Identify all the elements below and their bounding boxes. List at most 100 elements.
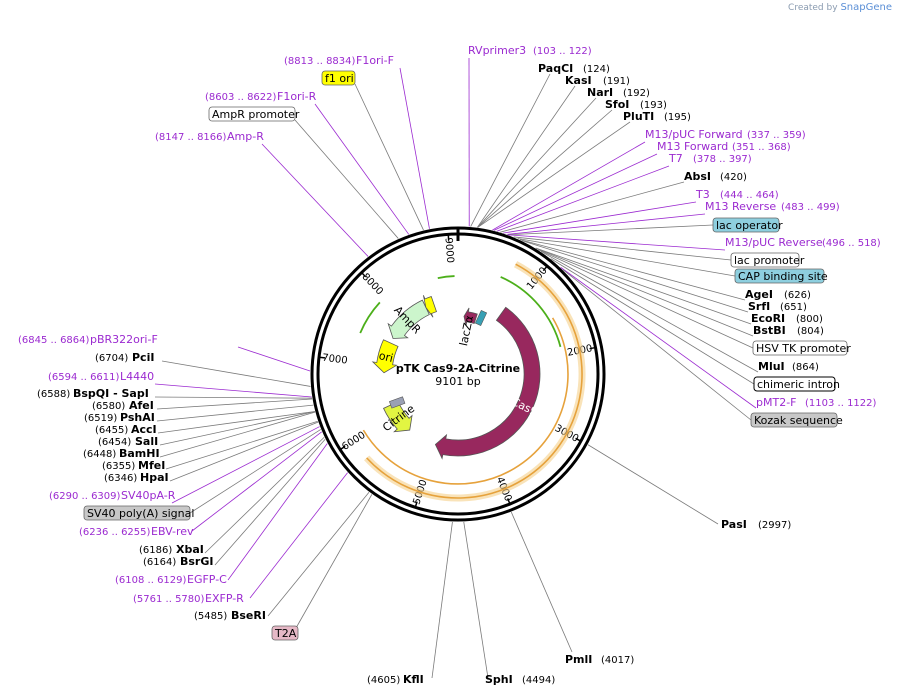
label-pmli[interactable]: PmlI	[565, 653, 592, 666]
label-afei[interactable]: AfeI	[129, 399, 154, 412]
pos-m13puc-forward: (337 .. 359)	[747, 130, 806, 141]
label-mfei[interactable]: MfeI	[138, 459, 165, 472]
pos-m13-forward: (351 .. 368)	[732, 142, 791, 153]
label-bamhi[interactable]: BamHI	[119, 447, 160, 460]
label-f1-ori: f1 ori	[325, 72, 354, 85]
feature-box-t2a[interactable]	[271, 625, 299, 641]
pos-ebv-rev: (6236 .. 6255)	[79, 527, 151, 538]
leader-line	[267, 491, 370, 617]
pos-srfi: (651)	[780, 302, 807, 313]
feature-box-cap-binding-site[interactable]	[734, 268, 825, 284]
feature-cas9[interactable]	[434, 306, 541, 460]
label-nari[interactable]: NarI	[587, 86, 613, 99]
pos-sfoi: (193)	[640, 100, 667, 111]
leader-lines	[154, 57, 759, 679]
leader-line	[237, 346, 311, 372]
tick-label: 7000	[322, 353, 349, 367]
plasmid-title: pTK Cas9-2A-Citrine	[396, 362, 520, 375]
label-f1ori-f[interactable]: F1ori-F	[356, 54, 394, 67]
label-rvprimer3[interactable]: RVprimer3	[468, 44, 526, 57]
feature-box-sv40-polya[interactable]	[83, 505, 191, 521]
leader-line	[431, 521, 453, 679]
feature-box-lac-operator[interactable]	[712, 217, 780, 233]
label-sfoi[interactable]: SfoI	[605, 98, 629, 111]
label-egfp-c[interactable]: EGFP-C	[187, 573, 227, 586]
pos-ecori: (800)	[796, 314, 823, 325]
label-m13puc-forward[interactable]: M13/pUC Forward	[645, 128, 743, 141]
feature-box-chimeric-intron[interactable]	[753, 376, 836, 392]
label-pmt2-f[interactable]: pMT2-F	[756, 396, 797, 409]
label-bspqi-sapi[interactable]: BspQI - SapI	[73, 387, 149, 400]
label-m13-forward[interactable]: M13 Forward	[657, 140, 728, 153]
label-srfi[interactable]: SrfI	[748, 300, 770, 313]
label-pasi[interactable]: PasI	[721, 518, 747, 531]
label-t7[interactable]: T7	[668, 152, 683, 165]
feature-box-lac-promoter[interactable]	[730, 252, 800, 268]
leader-line	[538, 249, 754, 349]
leader-line	[540, 251, 759, 373]
label-paqci[interactable]: PaqCI	[538, 62, 573, 75]
feature-box-ampr-promoter[interactable]	[208, 106, 296, 122]
pos-bseri: (5485)	[194, 611, 227, 622]
leader-line	[500, 181, 685, 233]
label-m13puc-reverse[interactable]: M13/pUC Reverse	[725, 236, 823, 249]
leader-line	[477, 85, 576, 228]
label-agei[interactable]: AgeI	[745, 288, 773, 301]
pos-t3: (444 .. 464)	[720, 190, 779, 201]
leader-line	[477, 97, 597, 228]
label-sphi[interactable]: SphI	[485, 673, 513, 686]
feature-box-hsv-tk-promoter[interactable]	[752, 340, 848, 356]
leader-line	[399, 67, 430, 229]
feature-ampr-small[interactable]	[422, 295, 437, 318]
label-acci[interactable]: AccI	[131, 423, 157, 436]
feature-box-kozak[interactable]	[750, 412, 838, 428]
leader-line	[562, 269, 752, 421]
label-kfli[interactable]: KflI	[403, 673, 424, 686]
feature-ampr[interactable]	[387, 299, 430, 339]
right-labels: RVprimer3 (103 .. 122) PaqCI (124) KasI …	[468, 44, 881, 666]
label-pcii[interactable]: PciI	[132, 351, 154, 364]
pos-sali: (6454)	[98, 437, 131, 448]
tick-mark	[507, 498, 511, 505]
left-labels: (8813 .. 8834) F1ori-F f1 ori (8603 .. 8…	[18, 54, 394, 641]
pos-exfp-r: (5761 .. 5780)	[133, 594, 205, 605]
label-kasi[interactable]: KasI	[565, 74, 592, 87]
feature-box-f1-ori[interactable]	[321, 70, 356, 86]
label-t3[interactable]: T3	[695, 188, 710, 201]
label-exfp-r[interactable]: EXFP-R	[205, 592, 244, 605]
feature-lacza[interactable]	[463, 307, 478, 326]
feature-ori[interactable]	[371, 339, 399, 374]
label-bseri[interactable]: BseRI	[231, 609, 266, 622]
pos-rvprimer3: (103 .. 122)	[533, 46, 592, 57]
label-sali[interactable]: SalI	[135, 435, 158, 448]
label-f1ori-r[interactable]: F1ori-R	[277, 90, 317, 103]
bottom-labels: (4605) KflI SphI (4494)	[367, 673, 555, 686]
label-bsrgi[interactable]: BsrGI	[180, 555, 213, 568]
label-sv40pa-r[interactable]: SV40pA-R	[121, 489, 176, 502]
label-ebv-rev[interactable]: EBV-rev	[151, 525, 194, 538]
leader-line	[535, 247, 754, 337]
label-m13-reverse[interactable]: M13 Reverse	[705, 200, 776, 213]
pos-mlui: (864)	[792, 362, 819, 373]
label-xbai[interactable]: XbaI	[176, 543, 204, 556]
pos-egfp-c: (6108 .. 6129)	[115, 575, 187, 586]
leader-line	[157, 411, 315, 434]
leader-line	[314, 103, 410, 235]
leader-line	[159, 411, 315, 446]
label-l4440[interactable]: L4440	[120, 370, 154, 383]
pos-pmt2-f: (1103 .. 1122)	[805, 398, 877, 409]
label-pluti[interactable]: PluTI	[623, 110, 654, 123]
label-pshai[interactable]: PshAI	[120, 411, 155, 424]
label-amp-r[interactable]: Amp-R	[227, 130, 264, 143]
label-ecori[interactable]: EcoRI	[751, 312, 785, 325]
leader-line	[587, 444, 719, 525]
label-mlui[interactable]: MluI	[758, 360, 785, 373]
credit-prefix: Created by	[788, 3, 838, 13]
label-hpai[interactable]: HpaI	[140, 471, 169, 484]
orf-line-orange-2	[362, 317, 569, 485]
label-pbr322ori-f[interactable]: pBR322ori-F	[90, 333, 158, 346]
label-absi[interactable]: AbsI	[684, 170, 711, 183]
feature-label-lacza: lacZα	[457, 315, 476, 348]
label-ampr-promoter: AmpR promoter	[212, 108, 300, 121]
label-bstbi[interactable]: BstBI	[753, 324, 786, 337]
